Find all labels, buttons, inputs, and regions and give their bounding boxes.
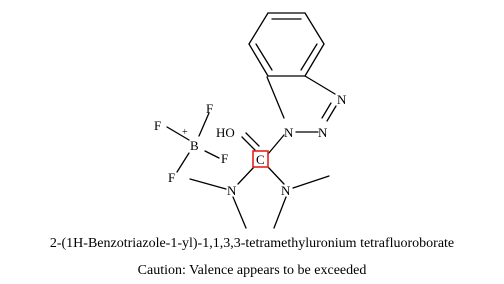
atom-fluorine-top: F	[206, 101, 213, 116]
triazole-bond	[304, 75, 336, 95]
triazole-double-bond	[321, 102, 332, 119]
valence-error-highlight	[252, 150, 269, 168]
benzene-bond	[304, 43, 325, 77]
bond-methyl	[292, 175, 330, 189]
bond-carbon-hydroxyl-double	[245, 132, 260, 147]
triazole-bond	[266, 76, 285, 119]
benzene-bond	[304, 12, 325, 45]
benzene-double-bond	[300, 43, 318, 71]
benzene-double-bond	[255, 43, 273, 71]
benzene-bond	[248, 43, 269, 77]
benzene-bond	[248, 12, 269, 45]
atom-hydroxyl: HO	[216, 125, 235, 140]
bond-methyl	[189, 178, 227, 190]
atom-fluorine-right: F	[221, 151, 228, 166]
atom-n-left: N	[227, 183, 237, 198]
bond-boron-fluorine	[198, 112, 210, 137]
bond-n1-carbon	[267, 134, 285, 155]
atom-n-right: N	[281, 183, 291, 198]
bond-lines	[166, 12, 337, 229]
bond-carbon-n-right	[267, 166, 285, 185]
atom-carbon-central: C	[256, 152, 265, 167]
bond-methyl	[273, 196, 287, 229]
bond-carbon-n-left	[237, 166, 255, 185]
valence-warning: Caution: Valence appears to be exceeded	[137, 263, 367, 278]
atom-fluorine-left: F	[154, 118, 161, 133]
atom-fluorine-bottom: F	[168, 170, 175, 185]
atom-boron: B	[190, 138, 199, 153]
bond-methyl	[232, 196, 247, 229]
compound-name: 2-(1H-Benzotriazole-1-yl)-1,1,3,3-tetram…	[49, 236, 455, 251]
triazole-bond	[326, 105, 337, 122]
bond-carbon-hydroxyl	[241, 136, 256, 151]
bond-boron-fluorine	[176, 152, 190, 173]
atom-n3: N	[337, 92, 347, 107]
bond-boron-fluorine	[166, 126, 190, 141]
boron-charge: +	[182, 127, 188, 138]
atom-n2: N	[318, 125, 328, 140]
atom-n1: N	[284, 125, 294, 140]
bond-boron-fluorine	[204, 150, 220, 159]
